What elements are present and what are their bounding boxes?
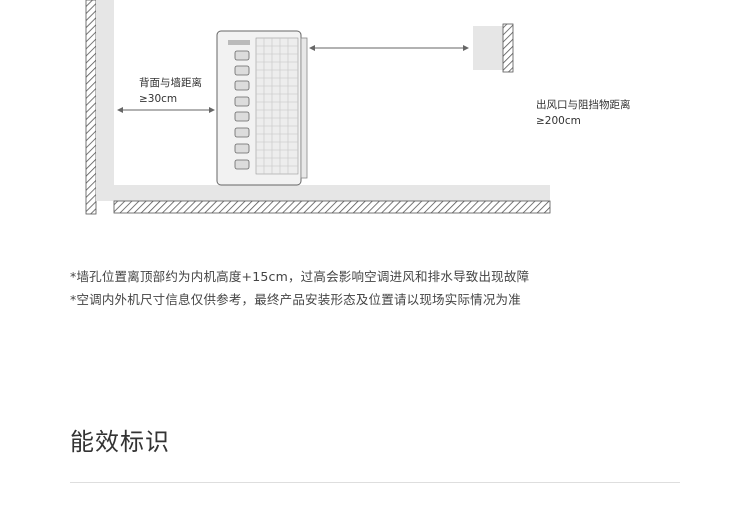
- note-size-disclaimer: *空调内外机尺寸信息仅供参考，最终产品安装形态及位置请以现场实际情况为准: [70, 292, 521, 307]
- section-title: 能效标识: [70, 428, 170, 456]
- outdoor-unit: [216, 30, 308, 186]
- wall-face: [96, 0, 114, 185]
- fan-grille: [255, 37, 299, 175]
- obstacle: [473, 23, 514, 73]
- rear-wall: [85, 0, 97, 215]
- rear-clearance-label: 背面与墙距离 ≥30cm: [139, 75, 202, 107]
- front-clearance-value: ≥200cm: [536, 115, 581, 127]
- rear-clearance-value: ≥30cm: [139, 93, 178, 105]
- front-clearance-title: 出风口与阻挡物距离: [536, 99, 631, 111]
- front-clearance-label: 出风口与阻挡物距离 ≥200cm: [536, 97, 631, 129]
- floor-surface: [96, 185, 550, 201]
- louver-slats: [234, 50, 250, 170]
- floor-hatch: [113, 200, 551, 214]
- section-divider: [70, 482, 680, 483]
- installation-clearance-diagram: [85, 0, 551, 215]
- note-wall-hole: *墙孔位置离顶部约为内机高度+15cm，过高会影响空调进风和排水导致出现故障: [70, 269, 530, 284]
- rear-clearance-title: 背面与墙距离: [139, 77, 202, 89]
